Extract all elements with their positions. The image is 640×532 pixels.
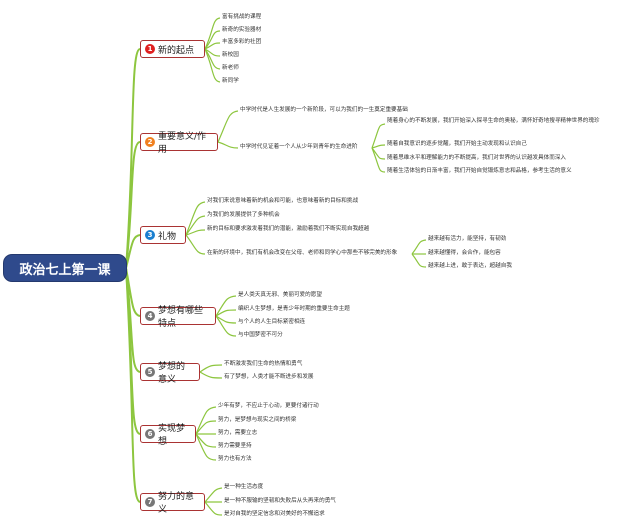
sub-leaf-item[interactable]: 越来越懂得，会合作，能包容: [428, 250, 501, 256]
branch-node-6[interactable]: 6 实现梦想: [140, 424, 196, 447]
leaf-item[interactable]: 不断激发我们生命的热情和勇气: [224, 361, 303, 367]
branch-node-7[interactable]: 7 努力的意义: [140, 492, 205, 515]
leaf-item[interactable]: 努力，需要立志: [218, 430, 258, 436]
branch-label: 梦想的意义: [158, 362, 186, 385]
branch-node-1[interactable]: 1 新的起点: [140, 40, 205, 58]
number-badge-icon: 4: [145, 311, 155, 321]
branch-label: 努力的意义: [158, 492, 195, 515]
leaf-item[interactable]: 少年有梦，不应止于心动，更要付诸行动: [218, 403, 319, 409]
leaf-item[interactable]: 是对自我的坚定信念和对美好的不懈追求: [224, 511, 325, 517]
sub-leaf-item[interactable]: 随着思维水平和理解能力的不断提高，我们对世界的认识越发具体而深入: [387, 155, 567, 161]
branch6-connectors: [195, 406, 217, 461]
leaf-item[interactable]: 努力需要坚持: [218, 443, 252, 449]
leaf-item[interactable]: 新同学: [222, 78, 239, 84]
leaf-item[interactable]: 是一种不服输的坚韧和失败后从头再来的勇气: [224, 498, 336, 504]
leaf-item[interactable]: 与中国梦密不可分: [238, 332, 283, 338]
branch-label: 梦想有哪些特点: [158, 306, 204, 329]
sub-leaf-item[interactable]: 随着生活体验的日渐丰富，我们开始自觉锻炼意志和品格，参考生活的意义: [387, 168, 572, 174]
branch-node-5[interactable]: 5 梦想的意义: [140, 362, 200, 385]
branch-label: 实现梦想: [158, 424, 186, 447]
branch5-connectors: [199, 364, 223, 379]
connector-central-b2: [125, 141, 141, 269]
leaf-item[interactable]: 富有挑战的课程: [222, 14, 262, 20]
number-badge-icon: 6: [145, 429, 155, 439]
leaf-item[interactable]: 对我们来说意味着新的机会和可能，也意味着新的目标和挑战: [207, 198, 359, 204]
leaf-item[interactable]: 是一种生活态度: [224, 484, 264, 490]
branch2-connectors: [217, 110, 386, 173]
leaf-item[interactable]: 与个人的人生目标紧密相连: [238, 319, 306, 325]
number-badge-icon: 2: [145, 137, 155, 147]
branch-label: 新的起点: [158, 45, 195, 56]
branch-label: 重要意义/作用: [158, 132, 207, 155]
leaf-item[interactable]: 努力，是梦想与现实之间的桥梁: [218, 417, 297, 423]
sub-leaf-item[interactable]: 随着自我意识的逐步觉醒，我们开始主动发现和认识自己: [387, 141, 527, 147]
leaf-item[interactable]: 是人类天真无邪、美丽可爱的愿望: [238, 292, 322, 298]
leaf-item[interactable]: 编织人生梦想，是青少年时期的重要生命主题: [238, 306, 350, 312]
number-badge-icon: 3: [145, 230, 155, 240]
branch1-connectors: [204, 17, 221, 83]
branch-node-3[interactable]: 3 礼物: [140, 226, 186, 244]
sub-leaf-item[interactable]: 越来越上进，敢于表达，超越自我: [428, 263, 512, 269]
leaf-item[interactable]: 新奇的实验器材: [222, 27, 262, 33]
leaf-item[interactable]: 新老师: [222, 65, 239, 71]
leaf-item[interactable]: 丰富多彩的社团: [222, 39, 262, 45]
number-badge-icon: 1: [145, 44, 155, 54]
leaf-item[interactable]: 为我们的发展提供了多种机会: [207, 212, 280, 218]
leaf-item[interactable]: 中学时代见证着一个人从少年到青年的生命进阶: [240, 144, 358, 150]
leaf-item[interactable]: 新的目标和要求激发着我们的潜能，激励着我们不断实现自我超越: [207, 226, 370, 232]
leaf-item[interactable]: 努力也有方法: [218, 456, 252, 462]
branch4-connectors: [215, 295, 237, 337]
branch3-connectors: [185, 201, 427, 268]
sub-leaf-item[interactable]: 越来越有活力，能坚持，有韧劲: [428, 236, 507, 242]
connector-central-b3: [125, 234, 141, 269]
branch-node-2[interactable]: 2 重要意义/作用: [140, 132, 218, 155]
number-badge-icon: 7: [145, 497, 155, 507]
branch-node-4[interactable]: 4 梦想有哪些特点: [140, 306, 216, 329]
connector-central-b7: [125, 267, 141, 503]
leaf-item[interactable]: 中学时代是人生发展的一个新阶段，可以为我们的一生奠定重要基础: [240, 107, 408, 113]
sub-leaf-item[interactable]: 随着身心的不断发展，我们开始深入探寻生命的奥秘，满怀好奇地搜寻精神世界的瑰珍: [387, 118, 600, 124]
leaf-item[interactable]: 新校园: [222, 52, 239, 58]
branch7-connectors: [204, 487, 223, 516]
leaf-item[interactable]: 有了梦想，人类才能不断进步和发展: [224, 374, 314, 380]
branch-label: 礼物: [158, 231, 177, 242]
number-badge-icon: 5: [145, 367, 155, 377]
leaf-item[interactable]: 在新的环境中，我们有机会改变在父母、老师和同学心中那些不够完美的形象: [207, 250, 398, 256]
central-topic[interactable]: 政治七上第一课: [4, 255, 126, 281]
